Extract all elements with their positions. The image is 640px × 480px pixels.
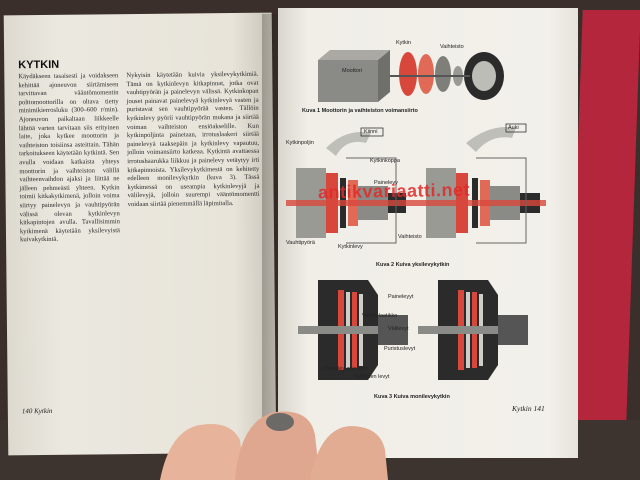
finger-ring [310, 426, 388, 480]
fingernail [266, 413, 294, 431]
label-kytkinlevy: Kytkinlevy [338, 244, 363, 250]
label-auki: Auki [508, 125, 519, 131]
label-kytkinkoppa: Kytkinkoppa [370, 158, 400, 164]
label-painelevy: Painelevy [374, 180, 398, 186]
label-paineleyyn-jouset: Paineleyyn jouset [324, 366, 368, 372]
label-vauhtipyora: Vauhtipyörä [286, 240, 315, 246]
chapter-heading: KYTKIN [18, 55, 59, 73]
label-kytkinpoljin: Kytkinpoljin [286, 140, 314, 146]
engine-block-front [318, 60, 378, 102]
right-page: Moottori Kytkin Vaihteisto Kuva 1 Mootto… [278, 8, 578, 458]
left-page: KYTKIN Käydäkseen tasaisesti ja voidakse… [3, 12, 277, 456]
label-valilevyt: Välilevyt [388, 326, 409, 332]
heading-text: KYTKIN [18, 58, 60, 72]
left-page-footer: 140 Kytkin [21, 406, 53, 416]
right-page-footer: Kytkin 141 [512, 404, 545, 413]
hand [160, 411, 388, 480]
figure-3 [298, 280, 528, 380]
book-binding-edge [567, 10, 640, 450]
flywheel-disc [399, 52, 417, 96]
watermark: antikvariaatti.net [317, 179, 471, 203]
label-kiinni: Kiinni [364, 129, 378, 135]
label-kytkimen-levyt: Kytkimen levyt [354, 374, 390, 380]
finger-index [160, 424, 245, 480]
figure-1 [318, 50, 504, 102]
left-column2-text: Nykyisin käytetään kuivia yksilevykytkim… [126, 70, 260, 209]
finger-middle [235, 411, 320, 480]
label-kytkin: Kytkin [396, 40, 411, 46]
gearbox-gear [435, 56, 451, 92]
label-vaihteisto-2: Vaihteisto [398, 234, 422, 240]
left-column-text: Käydäkseen tasaisesti ja voidakseen kehi… [18, 72, 120, 244]
engine-block-side [378, 50, 390, 102]
engine-block-shape [318, 50, 390, 60]
label-vaihdelaatikko: Vaihdelaatikko [362, 313, 398, 319]
fig1-caption: Kuva 1 Moottorin ja vaihteiston voimansi… [302, 108, 418, 114]
wheel-rim [472, 61, 496, 91]
fig3-caption: Kuva 3 Kuiva monilevykytkin [374, 394, 450, 400]
clutch-disc [418, 54, 434, 94]
label-paineleyyt: Paineleyyt [388, 294, 414, 300]
label-moottori: Moottori [342, 68, 362, 74]
label-vaihteisto: Vaihteisto [440, 44, 464, 50]
fig2-caption: Kuva 2 Kuiva yksilevykytkin [376, 262, 450, 268]
label-puristuslevyt: Puristuslevyt [384, 346, 416, 352]
figure-2 [286, 123, 546, 244]
